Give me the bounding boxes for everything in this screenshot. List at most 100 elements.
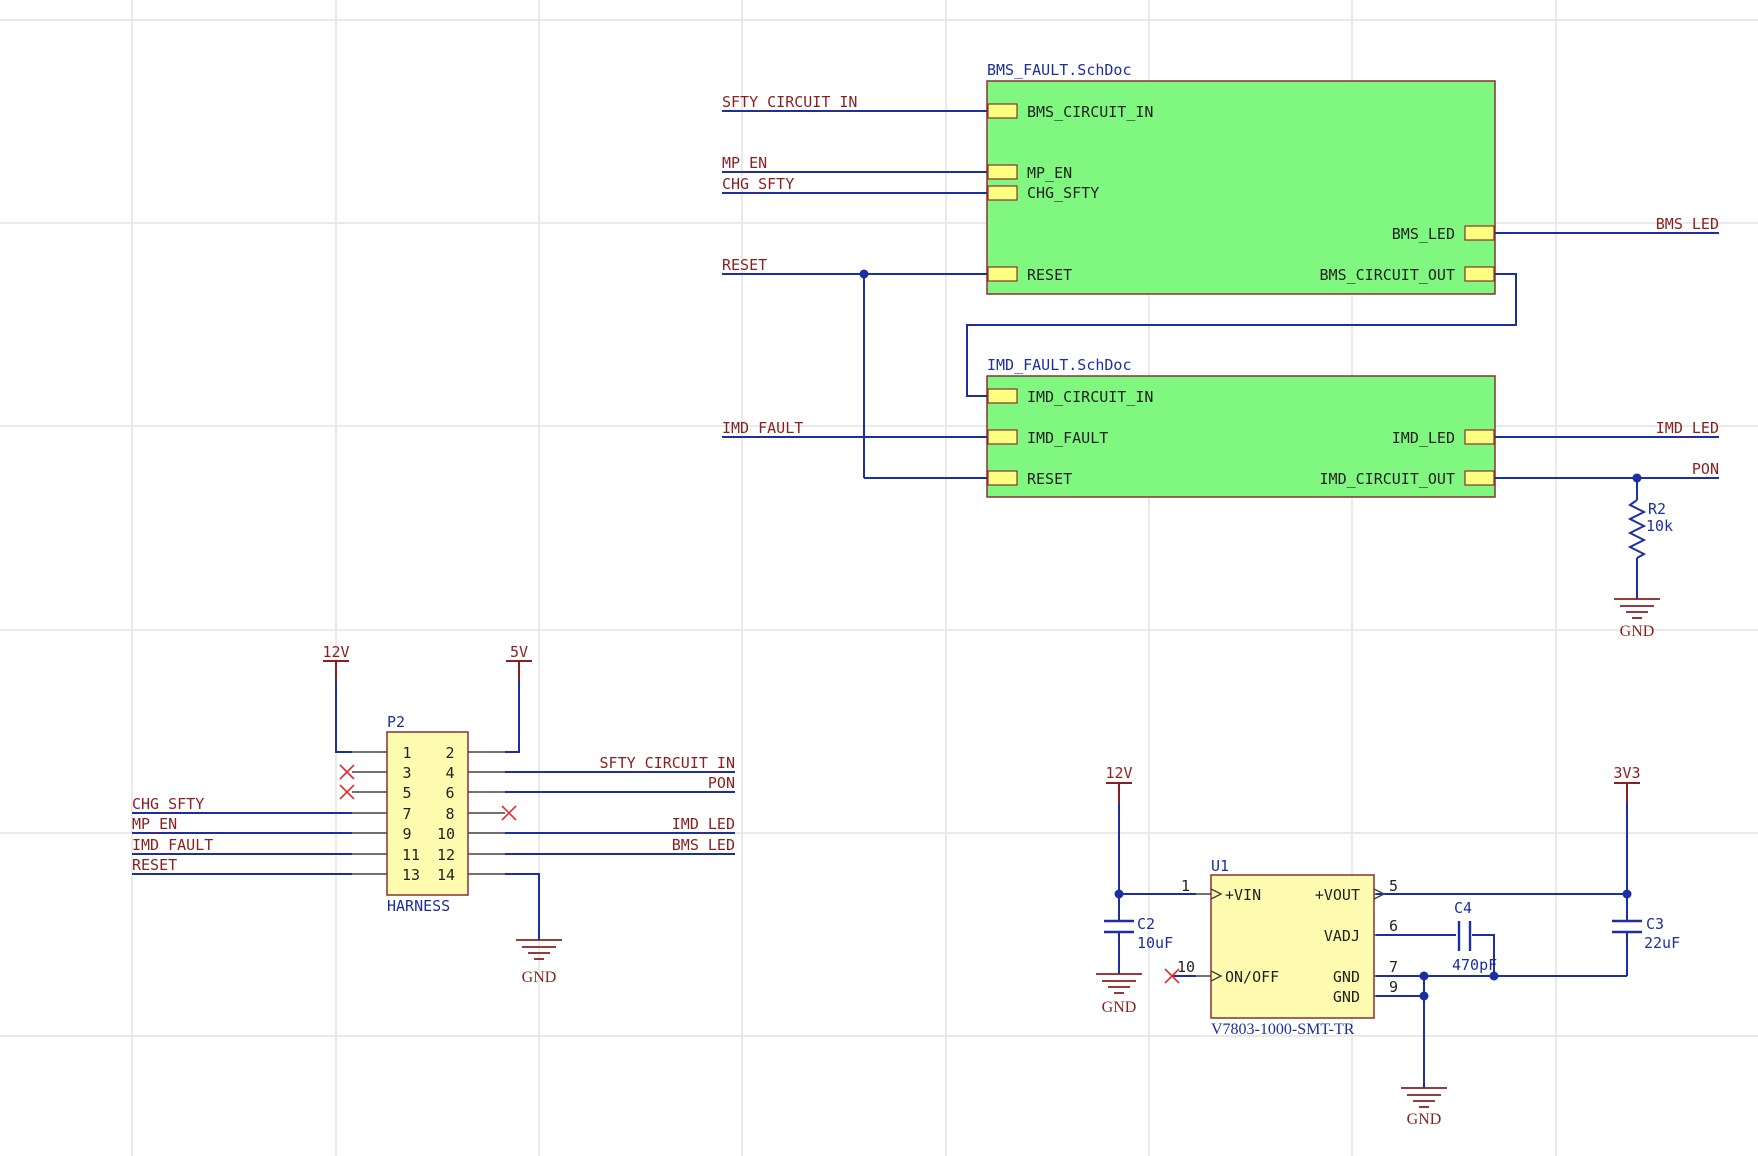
power-port-label: 3V3: [1613, 764, 1640, 782]
gnd-power-port[interactable]: [1614, 598, 1660, 619]
connector-pin-number: 14: [437, 866, 455, 884]
capacitor-value: 22uF: [1644, 934, 1680, 952]
gnd-label: GND: [1407, 1111, 1442, 1128]
sheet-entry-label: CHG_SFTY: [1027, 184, 1099, 202]
sheet-entry[interactable]: BMS_CIRCUIT_IN: [987, 103, 1153, 121]
connector-comment: HARNESS: [387, 897, 450, 915]
regulator-pin-number: 10: [1177, 958, 1195, 976]
regulator-pin-name: GND: [1333, 988, 1360, 1006]
gnd-power-port[interactable]: [1401, 1087, 1447, 1108]
sheet-entry[interactable]: IMD_FAULT: [987, 429, 1108, 447]
regulator-pin-number: 6: [1389, 917, 1398, 935]
resistor-value: 10k: [1646, 517, 1673, 535]
sheet-name: BMS_FAULT.SchDoc: [987, 61, 1132, 79]
sheet-entry-label: IMD_LED: [1392, 429, 1455, 447]
capacitor-designator: C4: [1454, 899, 1472, 917]
connector-designator: P2: [387, 713, 405, 731]
regulator-pin-name: ON/OFF: [1225, 968, 1279, 986]
connector-body[interactable]: [386, 731, 469, 896]
wire-junction: [1419, 971, 1429, 981]
regulator-pin-name: +VOUT: [1315, 886, 1360, 904]
net-label-imd-fault: IMD_FAULT: [722, 419, 803, 437]
gnd-label: GND: [1102, 999, 1137, 1016]
regulator-pin-name: +VIN: [1225, 886, 1261, 904]
capacitor-c4[interactable]: C4 470pF: [1452, 899, 1497, 974]
net-label-pon: PON: [708, 774, 735, 792]
sheet-entry[interactable]: RESET: [987, 266, 1072, 284]
wires-sheets[interactable]: [722, 110, 1719, 599]
capacitor-c3[interactable]: C3 22uF: [1612, 915, 1680, 952]
net-label-bms-led: BMS_LED: [1656, 215, 1719, 233]
sheet-entry-label: IMD_CIRCUIT_IN: [1027, 388, 1153, 406]
capacitor-value: 470pF: [1452, 956, 1497, 974]
capacitor-c2[interactable]: C2 10uF: [1104, 915, 1173, 952]
regulator-wires[interactable]: [1118, 803, 1628, 1088]
net-label-imd-led: IMD_LED: [672, 815, 735, 833]
power-port-label: 12V: [1105, 764, 1132, 782]
resistor-r2[interactable]: R2 10k: [1646, 500, 1673, 535]
net-label-sfty-circuit-in: SFTY_CIRCUIT_IN: [722, 93, 857, 111]
gnd-label: GND: [1620, 623, 1655, 640]
connector-pins: [352, 751, 505, 875]
connector-pin-number: 7: [402, 805, 411, 823]
power-port-12v[interactable]: 12V: [1105, 764, 1133, 803]
regulator-body[interactable]: [1210, 874, 1375, 1019]
sheet-symbol-imd-fault[interactable]: IMD_FAULT.SchDoc IMD_CIRCUIT_IN IMD_FAUL…: [986, 356, 1496, 498]
no-erc-marker: [339, 764, 517, 821]
no-erc-marker: [1164, 968, 1180, 984]
sheet-entry-label: BMS_CIRCUIT_IN: [1027, 103, 1153, 121]
sheet-symbol-bms-fault[interactable]: BMS_FAULT.SchDoc BMS_CIRCUIT_IN MP_EN CH…: [986, 61, 1496, 295]
gnd-power-port[interactable]: [516, 939, 562, 960]
net-label-reset: RESET: [132, 856, 177, 874]
connector-pin-number: 4: [445, 764, 454, 782]
sheet-entry[interactable]: BMS_CIRCUIT_OUT: [1320, 266, 1495, 284]
connector-pin-number: 9: [402, 825, 411, 843]
connector-pin-number: 1: [402, 744, 411, 762]
regulator-pin-number: 9: [1389, 978, 1398, 996]
sheet-entry-label: RESET: [1027, 266, 1072, 284]
sheet-entry-label: BMS_LED: [1392, 225, 1455, 243]
net-label-reset: RESET: [722, 256, 767, 274]
net-label-chg-sfty: CHG_SFTY: [722, 175, 794, 193]
gnd-power-port[interactable]: [1096, 973, 1142, 994]
net-label-mp-en: MP_EN: [722, 154, 767, 172]
connector-pin-number: 5: [402, 784, 411, 802]
power-port-12v[interactable]: 12V: [322, 643, 350, 681]
sheet-body[interactable]: [986, 80, 1496, 295]
power-port-3v3[interactable]: 3V3: [1613, 764, 1641, 803]
power-port-label: 5V: [510, 643, 528, 661]
regulator-pin-number: 7: [1389, 958, 1398, 976]
sheet-entry[interactable]: IMD_CIRCUIT_IN: [987, 388, 1153, 406]
power-port-5v[interactable]: 5V: [506, 643, 532, 681]
sheet-entry[interactable]: MP_EN: [987, 164, 1072, 182]
regulator-u1[interactable]: U1 1 +VIN 10 ON/OFF 5 +VOUT 6 VADJ 7 GND…: [1177, 857, 1398, 1038]
sheet-entry[interactable]: IMD_LED: [1392, 429, 1495, 447]
regulator-part-number: V7803-1000-SMT-TR: [1211, 1021, 1355, 1038]
wire-junction: [1632, 473, 1642, 483]
capacitor-designator: C3: [1646, 915, 1664, 933]
sheet-entry-label: IMD_CIRCUIT_OUT: [1320, 470, 1455, 488]
sheet-entry-label: BMS_CIRCUIT_OUT: [1320, 266, 1455, 284]
connector-pin-number: 3: [402, 764, 411, 782]
net-label-imd-led: IMD_LED: [1656, 419, 1719, 437]
connector-p2[interactable]: P2 1 3 5 7 9 11 13 2 4 6 8 10 12: [352, 713, 505, 915]
harness-wires[interactable]: [132, 681, 735, 940]
sheet-entry[interactable]: BMS_LED: [1392, 225, 1495, 243]
sheet-entry-label: IMD_FAULT: [1027, 429, 1108, 447]
regulator-pin-name: GND: [1333, 968, 1360, 986]
net-label-sfty-circuit-in: SFTY_CIRCUIT_IN: [600, 754, 735, 772]
connector-pin-number: 10: [437, 825, 455, 843]
net-label-mp-en: MP_EN: [132, 815, 177, 833]
sheet-entry[interactable]: IMD_CIRCUIT_OUT: [1320, 470, 1495, 488]
regulator-pin-number: 1: [1181, 877, 1190, 895]
gnd-label: GND: [522, 969, 557, 986]
sheet-entry[interactable]: RESET: [987, 470, 1072, 488]
net-label-imd-fault: IMD_FAULT: [132, 836, 213, 854]
sheet-entry-label: RESET: [1027, 470, 1072, 488]
sheet-entry[interactable]: CHG_SFTY: [987, 184, 1099, 202]
regulator-pin-number: 5: [1389, 877, 1398, 895]
regulator-pin-name: VADJ: [1324, 927, 1360, 945]
wire-junction: [859, 269, 869, 279]
